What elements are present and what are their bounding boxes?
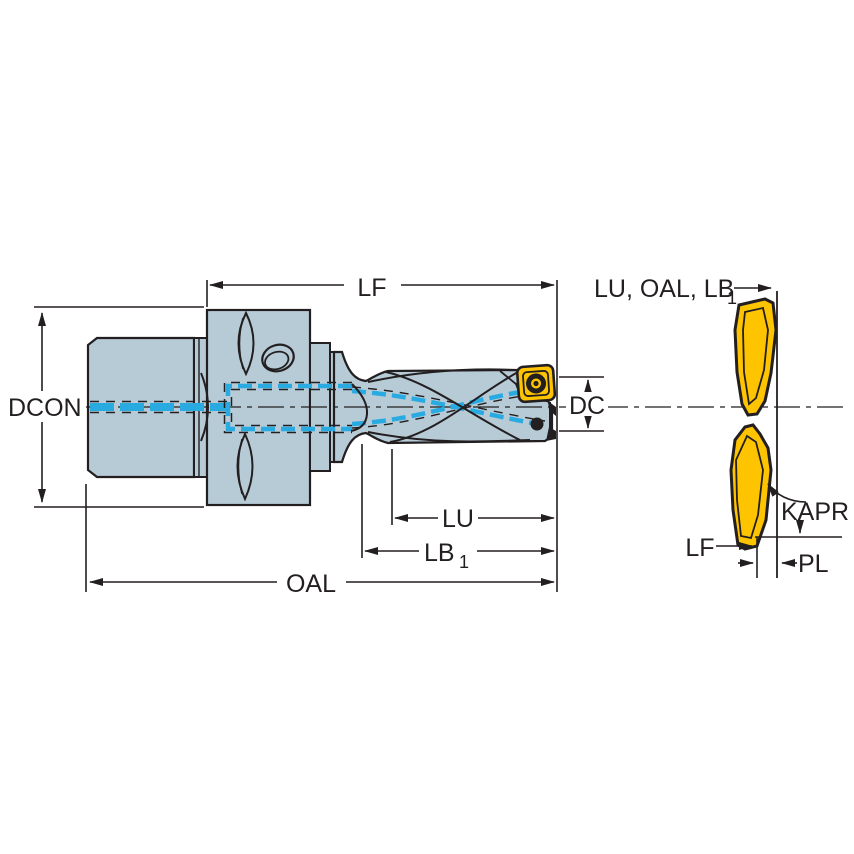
label-lb1-sub: 1 [459, 552, 469, 572]
label-detail-top-sub: 1 [727, 288, 737, 308]
label-lf: LF [357, 274, 386, 302]
dc-label-backing [566, 392, 608, 416]
coolant-helix-upper [351, 388, 544, 428]
label-kapr: KAPR [781, 498, 849, 526]
coolant-helix-lower [351, 386, 541, 427]
coolant-manifold-outer-wall [223, 381, 352, 434]
flute-land-top [367, 368, 517, 383]
label-pl: PL [798, 550, 829, 578]
detail-insert-upper [733, 297, 778, 417]
flute-neck-turn [350, 383, 369, 432]
flange-slot-bottom-inner-line [237, 438, 243, 495]
main-view [86, 308, 845, 507]
peripheral-insert [515, 363, 557, 404]
flute-curves [350, 368, 531, 443]
detail-arrows [716, 284, 807, 567]
label-lu: LU [442, 505, 474, 533]
flute-land-bottom [367, 431, 531, 443]
label-oal: OAL [286, 570, 336, 598]
dimension-lines [34, 280, 604, 592]
coolant-manifold-rect [225, 383, 352, 432]
insert-detail-view [716, 284, 842, 578]
label-dc: DC [569, 392, 605, 420]
coolant-helix-upper-wall [351, 386, 546, 422]
label-dcon: DCON [8, 394, 82, 422]
coolant-exit-hole [530, 417, 544, 431]
insert-inner-line [522, 370, 550, 397]
coolant-manifold-inner-wall [230, 388, 352, 427]
labels: LF DCON DC LU LB 1 OAL LU, OAL, LB 1 KAP… [8, 274, 849, 598]
detail-insert-upper-inner-line [742, 306, 769, 406]
pin-hole-inner [264, 350, 290, 371]
label-detail-top-main: LU, OAL, LB [594, 275, 734, 303]
flange-slot-top-inner-line [238, 317, 244, 370]
insert-screw-center [533, 380, 539, 387]
label-lb1-main: LB [424, 539, 455, 567]
insert-screw-ring [526, 373, 547, 394]
flange-pin-hole [261, 343, 295, 373]
detail-insert-lower-inner-line [735, 434, 764, 540]
label-lf-detail: LF [685, 534, 714, 562]
arrow-kapr-curved [767, 483, 807, 503]
